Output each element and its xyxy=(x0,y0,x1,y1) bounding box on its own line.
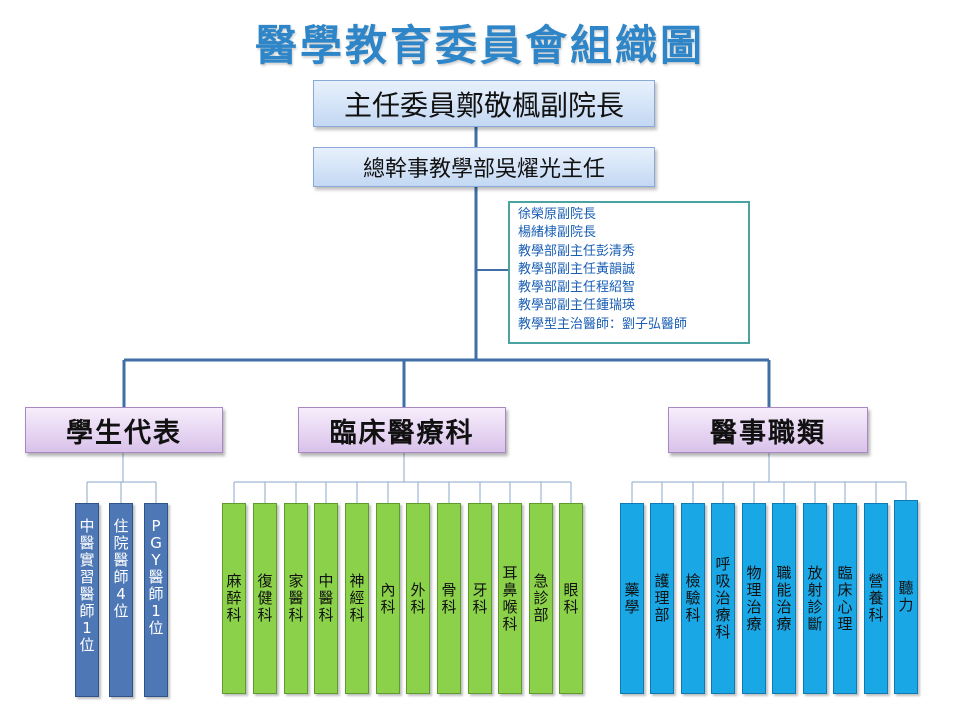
unit-column-label: 急診部 xyxy=(533,572,549,624)
chairman-box: 主任委員鄭敬楓副院長 xyxy=(313,80,655,127)
unit-column: 急診部 xyxy=(529,503,553,694)
unit-column-label: 聽力 xyxy=(898,579,914,614)
unit-column-label: 麻醉科 xyxy=(226,572,242,624)
unit-column-label: 住院醫師4位 xyxy=(113,517,129,620)
unit-column-label: PGY醫師1位 xyxy=(148,517,164,637)
unit-column: 外科 xyxy=(406,503,430,694)
unit-column: 復健科 xyxy=(253,503,277,694)
unit-column: PGY醫師1位 xyxy=(144,503,168,697)
member-item: 教學型主治醫師：劉子弘醫師 xyxy=(518,316,688,332)
secretary-box: 總幹事教學部吳燿光主任 xyxy=(313,147,655,187)
unit-column: 中醫科 xyxy=(314,503,338,694)
category-medical-box: 醫事職類 xyxy=(668,407,868,453)
unit-column-label: 家醫科 xyxy=(288,572,304,624)
unit-column: 聽力 xyxy=(894,500,918,694)
unit-column: 檢驗科 xyxy=(681,503,705,694)
unit-column-label: 神經科 xyxy=(349,572,365,624)
unit-column: 營養科 xyxy=(864,503,888,694)
category-clinical-box: 臨床醫療科 xyxy=(298,407,506,453)
unit-column-label: 護理部 xyxy=(654,572,670,624)
unit-column-label: 耳鼻喉科 xyxy=(502,563,518,633)
unit-column: 耳鼻喉科 xyxy=(498,503,522,694)
unit-column-label: 放射診斷 xyxy=(807,563,823,633)
member-item: 楊緒棣副院長 xyxy=(518,225,597,241)
unit-column-label: 藥學 xyxy=(624,580,640,616)
unit-column: 牙科 xyxy=(468,503,492,694)
member-item: 教學部副主任鍾瑞瑛 xyxy=(518,298,636,314)
category-student-box: 學生代表 xyxy=(25,407,223,453)
unit-column: 住院醫師4位 xyxy=(109,503,133,697)
unit-column: 神經科 xyxy=(345,503,369,694)
unit-column: 骨科 xyxy=(437,503,461,694)
unit-column-label: 外科 xyxy=(410,580,426,616)
page-title: 醫學教育委員會組織圖 xyxy=(254,21,705,70)
category-clinical-label: 臨床醫療科 xyxy=(329,417,475,449)
unit-column: 麻醉科 xyxy=(222,503,246,694)
unit-column-label: 臨床心理 xyxy=(837,563,853,633)
unit-column-label: 牙科 xyxy=(472,580,488,616)
unit-column-label: 復健科 xyxy=(257,572,273,624)
unit-column-label: 檢驗科 xyxy=(685,572,701,624)
unit-column-label: 呼吸治療科 xyxy=(715,555,731,641)
secretary-label: 總幹事教學部吳燿光主任 xyxy=(362,157,605,182)
member-item: 教學部副主任程紹智 xyxy=(518,280,636,296)
unit-column-label: 職能治療 xyxy=(776,563,792,633)
unit-column-label: 內科 xyxy=(380,580,396,616)
unit-column: 職能治療 xyxy=(772,503,796,694)
member-item: 教學部副主任黃韻誠 xyxy=(518,261,636,277)
unit-column-label: 中醫科 xyxy=(318,572,334,624)
unit-column: 放射診斷 xyxy=(803,503,827,694)
category-student-label: 學生代表 xyxy=(66,417,182,449)
member-item: 徐榮原副院長 xyxy=(518,207,597,222)
unit-column: 家醫科 xyxy=(284,503,308,694)
unit-column: 中醫實習醫師1位 xyxy=(75,503,99,697)
committee-members-box: 徐榮原副院長 楊緒棣副院長 教學部副主任彭清秀 教學部副主任黃韻誠 教學部副主任… xyxy=(508,201,750,344)
category-medical-label: 醫事職類 xyxy=(710,417,826,449)
unit-column: 藥學 xyxy=(620,503,644,694)
unit-column: 內科 xyxy=(376,503,400,694)
unit-column: 物理治療 xyxy=(742,503,766,694)
unit-column-label: 骨科 xyxy=(441,580,457,616)
unit-column: 眼科 xyxy=(559,503,583,694)
unit-column-label: 物理治療 xyxy=(746,563,762,633)
unit-column: 臨床心理 xyxy=(833,503,857,694)
unit-column-label: 營養科 xyxy=(868,572,884,624)
unit-column: 護理部 xyxy=(650,503,674,694)
chairman-label: 主任委員鄭敬楓副院長 xyxy=(343,88,624,122)
unit-column: 呼吸治療科 xyxy=(711,503,735,694)
unit-column-label: 眼科 xyxy=(563,580,579,616)
member-item: 教學部副主任彭清秀 xyxy=(518,243,636,259)
unit-column-label: 中醫實習醫師1位 xyxy=(79,517,95,654)
